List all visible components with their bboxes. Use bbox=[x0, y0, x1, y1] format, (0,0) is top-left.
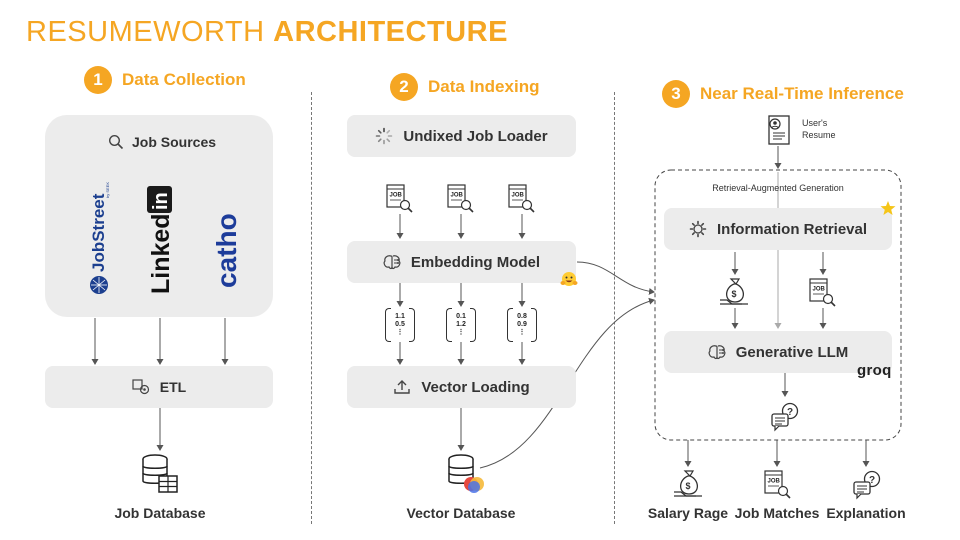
information-retrieval-label: Information Retrieval bbox=[716, 220, 868, 238]
vector-loading-label: Vector Loading bbox=[421, 378, 530, 396]
section-2-header: 2 Data Indexing bbox=[390, 73, 539, 101]
money-bag-icon: $ bbox=[672, 468, 706, 505]
job-sources-header: Job Sources bbox=[108, 134, 216, 150]
doc-label: JOB bbox=[768, 479, 781, 485]
vector-3: 0.8 0.9 ⋮ bbox=[507, 308, 537, 342]
svg-text:?: ? bbox=[869, 475, 875, 486]
chat-question-icon: ? bbox=[770, 402, 802, 437]
doc-label: JOB bbox=[451, 193, 464, 199]
vector-database-icon bbox=[447, 454, 491, 499]
job-database-label: Job Database bbox=[114, 505, 206, 521]
jobstreet-logo: JobStreet by SEEK bbox=[88, 178, 110, 296]
money-bag-icon: $ bbox=[718, 276, 752, 313]
catho-logo: catho bbox=[211, 186, 242, 290]
section-3-header: 3 Near Real-Time Inference bbox=[662, 80, 904, 108]
linkedin-logo: Linked in bbox=[146, 184, 175, 296]
document-icon: JOB bbox=[809, 278, 837, 313]
vector-2-value-2: 1.2 bbox=[456, 321, 466, 328]
resume-label: User's Resume bbox=[802, 117, 836, 141]
section-1-title: Data Collection bbox=[122, 70, 246, 89]
svg-text:?: ? bbox=[787, 407, 793, 418]
etl-label: ETL bbox=[159, 379, 187, 395]
document-icon: JOB bbox=[386, 184, 414, 219]
job-sources-panel bbox=[45, 115, 273, 317]
rag-label: Retrieval-Augmented Generation bbox=[712, 183, 844, 193]
section-3-number: 3 bbox=[662, 80, 690, 108]
output-job-matches-label: Job Matches bbox=[734, 505, 820, 521]
brain-icon bbox=[708, 344, 726, 360]
page-title: RESUMEWORTH ARCHITECTURE bbox=[26, 16, 508, 49]
document-icon: JOB bbox=[508, 184, 536, 219]
output-salary-label: Salary Rage bbox=[647, 505, 729, 521]
star-icon bbox=[880, 200, 896, 221]
vector-2-value-1: 0.1 bbox=[456, 313, 466, 320]
search-icon bbox=[108, 134, 124, 150]
gear-icon bbox=[689, 220, 707, 238]
vector-3-value-3: ⋮ bbox=[518, 329, 526, 336]
title-part-2: ARCHITECTURE bbox=[273, 16, 508, 48]
embedding-model-label: Embedding Model bbox=[410, 253, 541, 271]
document-icon: JOB bbox=[764, 470, 792, 505]
section-2-title: Data Indexing bbox=[428, 77, 540, 96]
resume-label-line-2: Resume bbox=[802, 130, 836, 140]
jobstreet-text: JobStreet bbox=[89, 193, 108, 272]
svg-text:$: $ bbox=[686, 481, 691, 491]
information-retrieval-box: Information Retrieval bbox=[664, 208, 892, 250]
linkedin-in-text: in bbox=[150, 192, 172, 210]
section-2-number: 2 bbox=[390, 73, 418, 101]
vector-2-value-3: ⋮ bbox=[457, 329, 465, 336]
job-loader-box: Undixed Job Loader bbox=[347, 115, 576, 157]
resume-label-line-1: User's bbox=[802, 118, 828, 128]
title-part-1: RESUMEWORTH bbox=[26, 16, 274, 48]
upload-icon bbox=[393, 379, 411, 395]
vector-3-value-2: 0.9 bbox=[517, 321, 527, 328]
jobstreet-sub-text: by SEEK bbox=[105, 182, 110, 198]
section-3-title: Near Real-Time Inference bbox=[700, 84, 904, 103]
output-explanation-label: Explanation bbox=[826, 505, 906, 521]
etl-icon bbox=[132, 379, 150, 395]
divider-1 bbox=[311, 92, 312, 524]
etl-box: ETL bbox=[45, 366, 273, 408]
resume-icon bbox=[764, 114, 792, 151]
document-icon: JOB bbox=[447, 184, 475, 219]
catho-text: catho bbox=[212, 213, 240, 288]
chat-question-icon: ? bbox=[852, 470, 884, 505]
section-1-number: 1 bbox=[84, 66, 112, 94]
loader-icon bbox=[375, 127, 393, 145]
vector-loading-box: Vector Loading bbox=[347, 366, 576, 408]
job-sources-title: Job Sources bbox=[132, 134, 217, 150]
svg-text:$: $ bbox=[732, 289, 737, 299]
section-1-header: 1 Data Collection bbox=[84, 66, 246, 94]
divider-2 bbox=[614, 92, 615, 524]
embedding-model-box: Embedding Model bbox=[347, 241, 576, 283]
vector-2: 0.1 1.2 ⋮ bbox=[446, 308, 476, 342]
vector-database-label: Vector Database bbox=[406, 505, 516, 521]
groq-logo: groq bbox=[857, 362, 892, 379]
vector-1-value-2: 0.5 bbox=[395, 321, 405, 328]
generative-llm-label: Generative LLM bbox=[735, 343, 849, 361]
database-icon bbox=[141, 454, 179, 499]
hugging-face-icon bbox=[560, 271, 578, 292]
doc-label: JOB bbox=[512, 193, 525, 199]
linkedin-text: Linked bbox=[147, 213, 174, 294]
brain-icon bbox=[383, 254, 401, 270]
doc-label: JOB bbox=[390, 193, 403, 199]
vector-1-value-1: 1.1 bbox=[395, 313, 405, 320]
doc-label: JOB bbox=[813, 287, 826, 293]
vector-1-value-3: ⋮ bbox=[396, 329, 404, 336]
job-loader-label: Undixed Job Loader bbox=[403, 127, 548, 145]
vector-3-value-1: 0.8 bbox=[517, 313, 527, 320]
generative-llm-box: Generative LLM bbox=[664, 331, 892, 373]
vector-1: 1.1 0.5 ⋮ bbox=[385, 308, 415, 342]
